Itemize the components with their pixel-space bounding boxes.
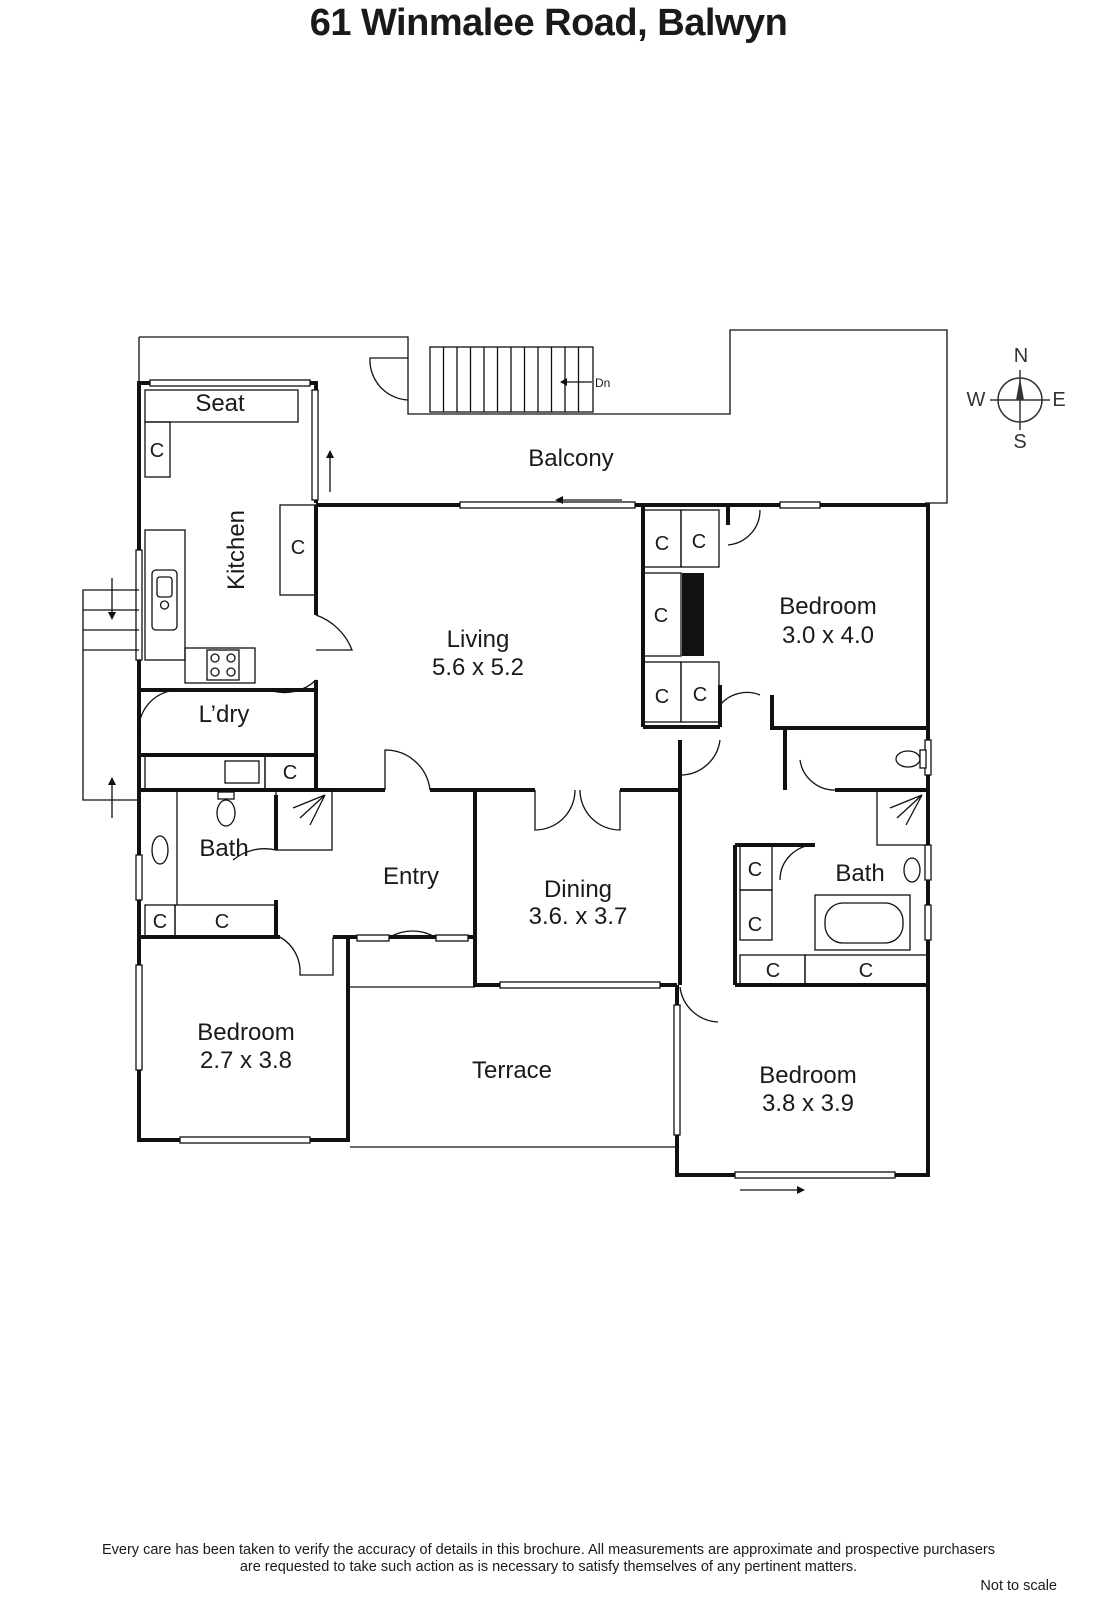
bedroom-se-dims: 3.8 x 3.9 (762, 1090, 854, 1117)
disclaimer-line-1: Every care has been taken to verify the … (101, 1542, 995, 1558)
compass-w: W (967, 389, 986, 411)
cupboard-label: C (748, 914, 762, 936)
cupboard-label: C (153, 911, 167, 933)
terrace-outline (350, 986, 675, 1148)
west-bath-fixtures (144, 789, 333, 938)
cupboard-label: C (655, 686, 669, 708)
bath-west-label: Bath (199, 835, 248, 862)
balcony-label: Balcony (528, 445, 613, 472)
living-label: Living (447, 626, 510, 653)
kitchen-fixtures (144, 389, 317, 791)
page-title: 61 Winmalee Road, Balwyn (309, 2, 788, 44)
laundry-label: L’dry (199, 701, 250, 728)
cupboard-label: C (215, 911, 229, 933)
balcony-outline (138, 329, 948, 504)
cupboard-label: C (291, 537, 305, 559)
cupboard-label: C (150, 440, 164, 462)
disclaimer-line-2: are requested to take such action as is … (239, 1559, 858, 1575)
cupboard-label: C (693, 684, 707, 706)
cupboard-label: C (692, 531, 706, 553)
door-swings (138, 509, 836, 1023)
dining-dims: 3.6. x 3.7 (529, 903, 628, 930)
dining-label: Dining (544, 876, 612, 903)
compass: N E S W (967, 345, 1066, 453)
seat-label: Seat (195, 390, 245, 417)
compass-e: E (1052, 389, 1065, 411)
central-cupboards (642, 509, 720, 723)
disclaimer: Every care has been taken to verify the … (0, 1542, 1097, 1576)
terrace-label: Terrace (472, 1057, 552, 1084)
room-labels: Balcony Seat Kitchen L’dry Living 5.6 x … (195, 390, 884, 1117)
north-arrow-icon (1016, 378, 1024, 400)
entry-label: Entry (383, 863, 439, 890)
cupboard-label: C (655, 533, 669, 555)
stairs: Dn (369, 346, 610, 413)
cupboard-label: C (859, 960, 873, 982)
kitchen-label: Kitchen (223, 510, 250, 590)
east-bath-fixtures (739, 749, 929, 986)
bedroom-ne-label: Bedroom (779, 593, 876, 620)
not-to-scale-note: Not to scale (980, 1578, 1057, 1594)
bedroom-se-label: Bedroom (759, 1062, 856, 1089)
cupboard-label: C (283, 762, 297, 784)
compass-s: S (1013, 431, 1026, 453)
cupboard-label: C (748, 859, 762, 881)
bath-east-label: Bath (835, 860, 884, 887)
living-dims: 5.6 x 5.2 (432, 654, 524, 681)
cupboard-label: C (654, 605, 668, 627)
cupboard-labels: C C C C C C C C C C C C C C (150, 440, 873, 982)
windows (135, 379, 932, 1194)
side-stairs (82, 578, 139, 818)
bedroom-ne-dims: 3.0 x 4.0 (782, 622, 874, 649)
bedroom-sw-dims: 2.7 x 3.8 (200, 1047, 292, 1074)
cupboard-label: C (766, 960, 780, 982)
stairs-dn-label: Dn (595, 376, 610, 390)
compass-n: N (1014, 345, 1028, 367)
bedroom-sw-label: Bedroom (197, 1019, 294, 1046)
